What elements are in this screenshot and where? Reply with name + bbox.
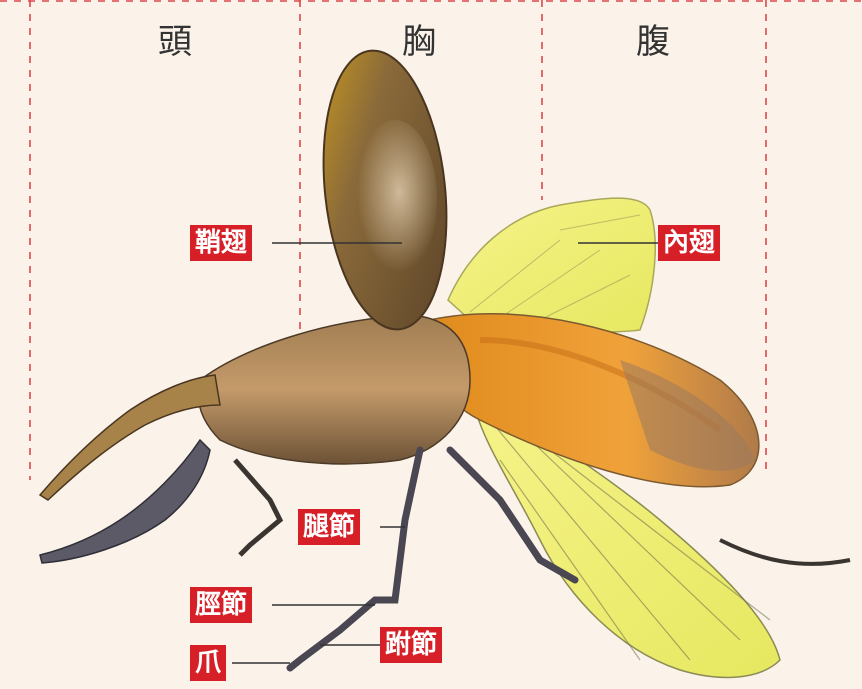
label-tibia: 脛節 (190, 587, 252, 623)
label-tarsus: 跗節 (380, 627, 442, 663)
label-femur: 腿節 (298, 509, 360, 545)
label-claw: 爪 (190, 645, 226, 681)
front-leg (235, 460, 280, 555)
thorax-body (198, 315, 470, 464)
mandible (40, 440, 210, 563)
section-abdomen: 腹 (636, 14, 670, 63)
section-thorax: 胸 (402, 14, 436, 63)
label-elytra: 鞘翅 (190, 225, 252, 261)
section-head: 頭 (158, 14, 192, 63)
label-hindwing: 內翅 (658, 225, 720, 261)
